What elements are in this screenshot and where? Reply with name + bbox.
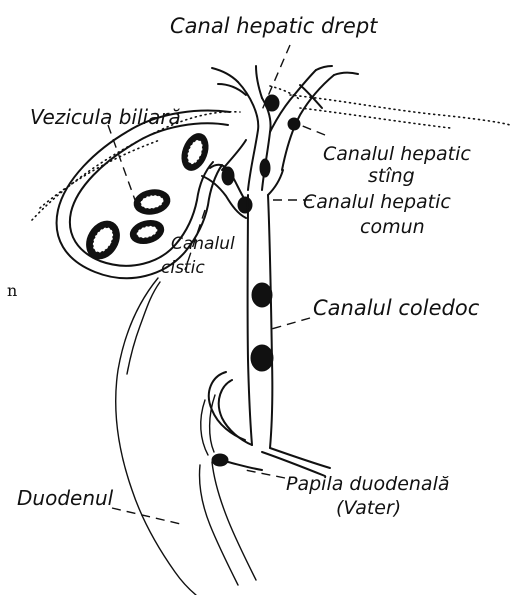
hepatic-ducts — [212, 66, 358, 190]
papilla-vater — [212, 454, 262, 470]
label-common-hepatic-duct-line2: comun — [360, 216, 425, 238]
label-left-hepatic-duct-line1: Canalul hepatic — [323, 143, 471, 165]
label-common-bile-duct: Canalul coledoc — [313, 296, 480, 320]
label-gallbladder: Vezicula biliară — [30, 105, 181, 129]
label-left-hepatic-duct-line2: stîng — [368, 165, 415, 187]
label-cystic-duct-line1: Canalul — [171, 234, 235, 254]
stray-letter: n — [7, 281, 17, 300]
label-right-hepatic-duct: Canal hepatic drept — [170, 14, 378, 38]
label-papilla-line2: (Vater) — [336, 497, 401, 519]
label-common-hepatic-duct-line1: Canalul hepatic — [303, 191, 451, 213]
label-papilla-line1: Papila duodenală — [286, 473, 450, 495]
label-duodenum: Duodenul — [17, 486, 114, 510]
label-cystic-duct-line2: cistic — [161, 258, 205, 278]
duodenum — [116, 278, 256, 595]
common-bile-duct — [248, 170, 283, 448]
cystic-duct — [202, 140, 252, 218]
